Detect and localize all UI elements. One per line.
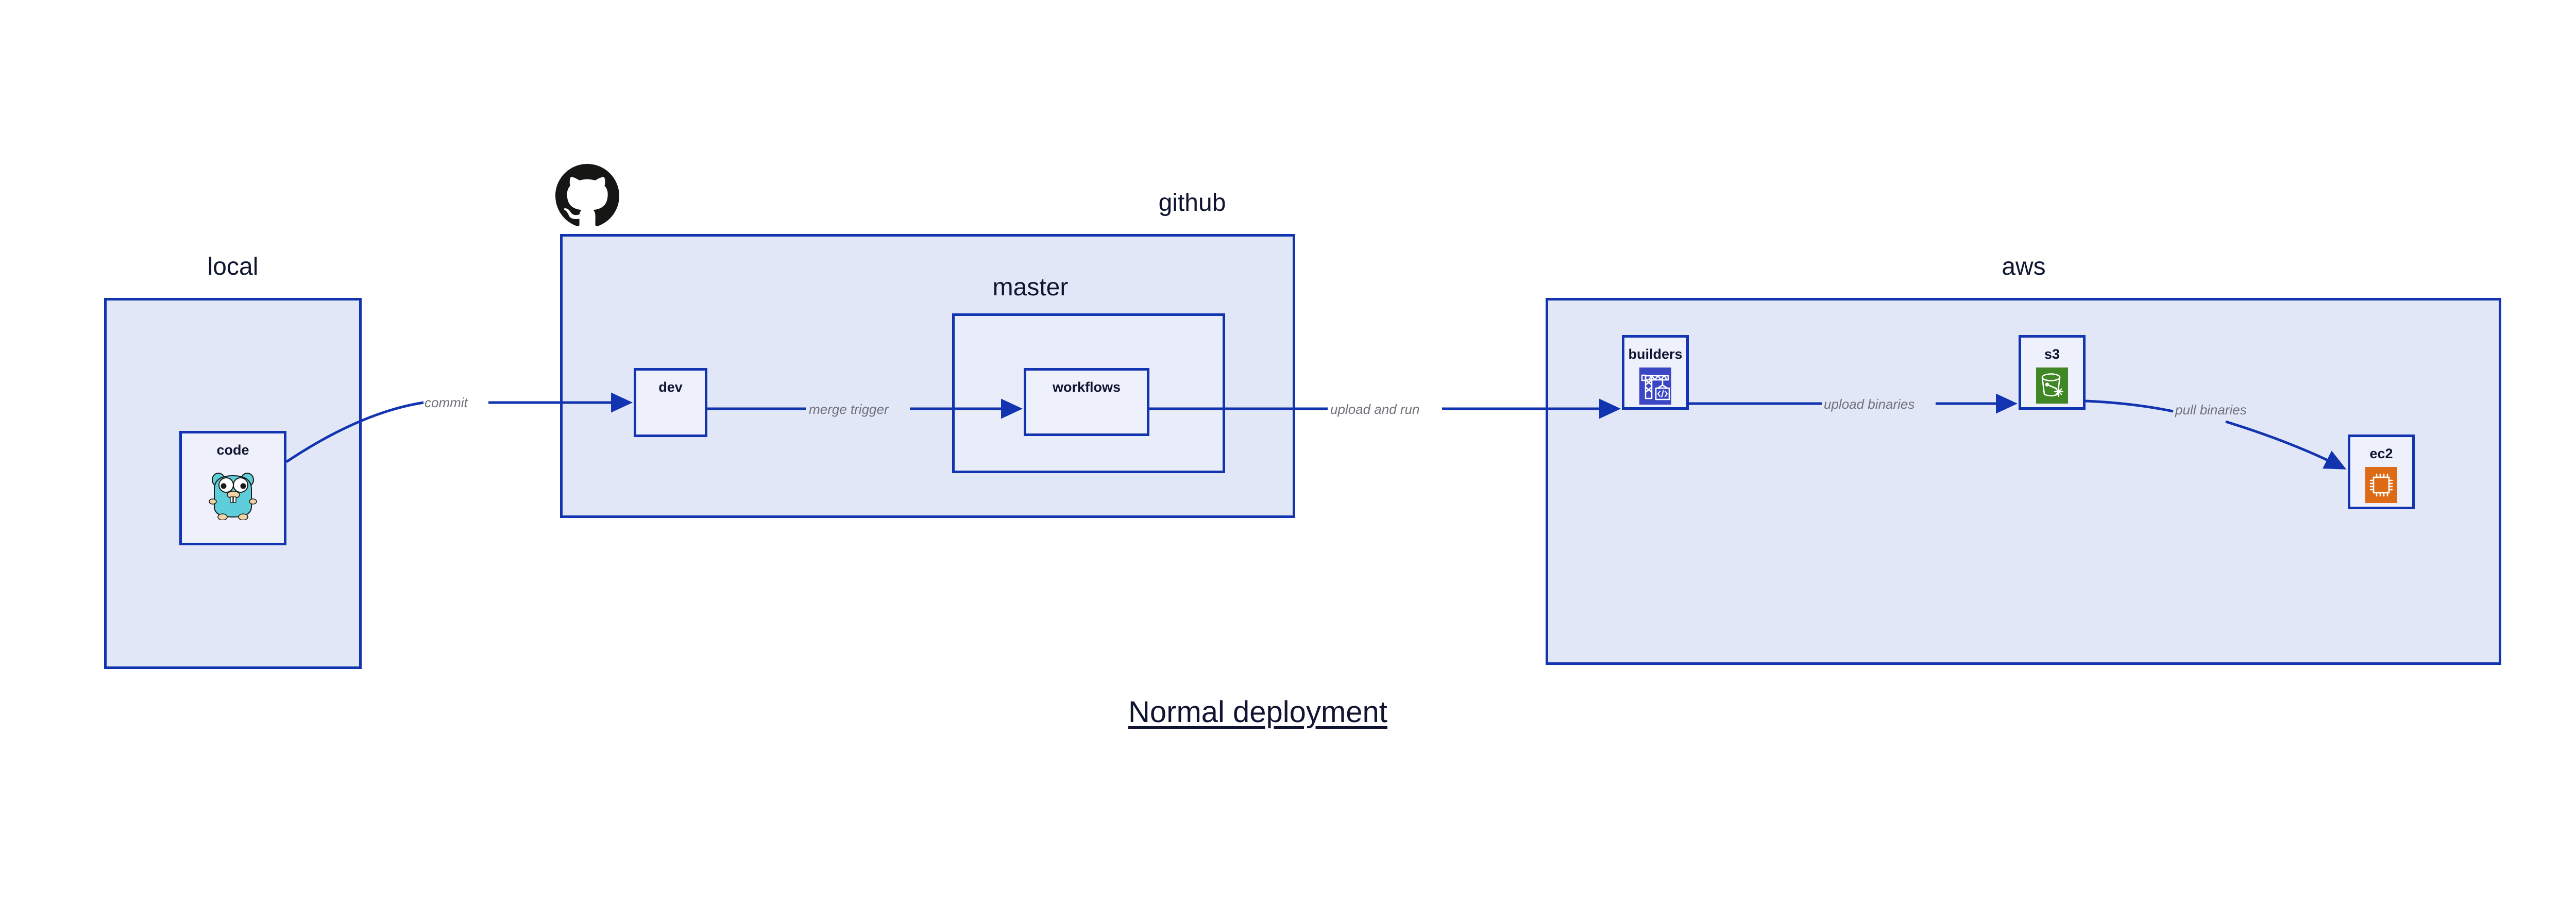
go-gopher-icon xyxy=(208,466,258,520)
edge-label-upload-and-run: upload and run xyxy=(1330,402,1420,417)
edge-label-commit: commit xyxy=(425,395,468,410)
group-label-github: github xyxy=(1158,189,1226,216)
figure-caption: Normal deployment xyxy=(1128,695,1387,729)
edge-label-merge-trigger: merge trigger xyxy=(809,402,889,417)
cpu-chip-icon xyxy=(2365,466,2397,503)
edge-label-upload-binaries: upload binaries xyxy=(1824,396,1915,412)
node-label-ec2: ec2 xyxy=(2369,446,2393,461)
node-label-s3: s3 xyxy=(2044,346,2060,362)
github-octocat-icon xyxy=(555,164,619,228)
node-code[interactable]: code xyxy=(179,431,286,545)
group-label-aws: aws xyxy=(2002,253,2046,280)
group-label-local: local xyxy=(207,253,259,280)
node-label-builders: builders xyxy=(1628,346,1683,362)
node-workflows[interactable]: workflows xyxy=(1024,368,1149,436)
node-builders[interactable]: builders xyxy=(1622,335,1689,410)
crane-code-icon xyxy=(1639,367,1671,405)
node-label-workflows: workflows xyxy=(1052,379,1121,395)
node-label-dev: dev xyxy=(658,379,683,395)
edge-label-pull-binaries: pull binaries xyxy=(2175,402,2247,417)
s3-bucket-icon xyxy=(2036,367,2068,404)
node-s3[interactable]: s3 xyxy=(2019,335,2086,410)
node-dev[interactable]: dev xyxy=(634,368,707,437)
node-ec2[interactable]: ec2 xyxy=(2348,435,2415,509)
subgroup-label-master: master xyxy=(992,274,1069,301)
node-label-code: code xyxy=(216,442,249,458)
